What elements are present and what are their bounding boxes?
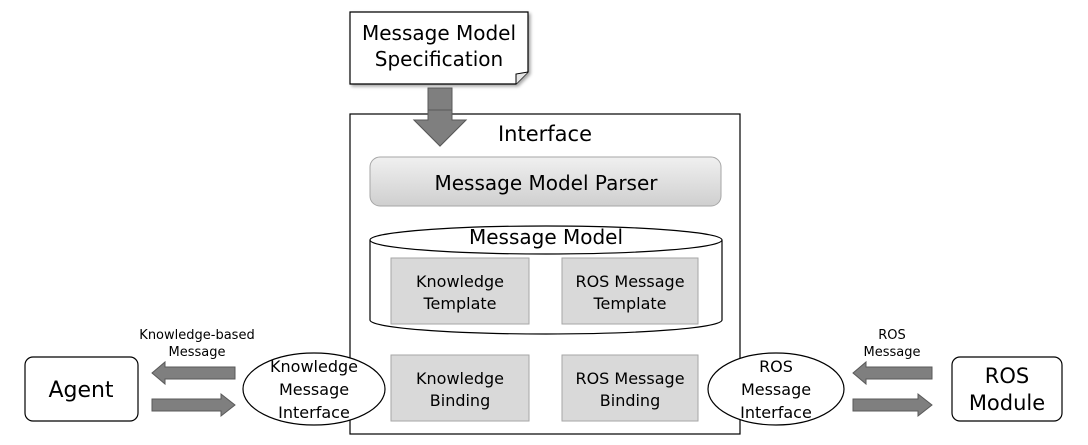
- spec-line-1: Message Model: [362, 21, 516, 45]
- ros-binding-line-2: Binding: [600, 391, 660, 410]
- knowledge-binding-line-2: Binding: [430, 391, 490, 410]
- ros-binding-line-1: ROS Message: [575, 369, 684, 388]
- ros-module-box: ROS Module: [951, 356, 1063, 422]
- ros-module-line-2: Module: [969, 391, 1045, 415]
- knowledge-template: Knowledge Template: [390, 257, 530, 325]
- knowledge-template-line-2: Template: [422, 294, 496, 313]
- right-caption-line-1: ROS: [878, 328, 906, 343]
- ros-message-binding: ROS Message Binding: [561, 354, 699, 422]
- agent-box: Agent: [24, 356, 139, 422]
- ros-template-line-1: ROS Message: [575, 272, 684, 291]
- right-caption-line-2: Message: [864, 345, 921, 360]
- parser-label: Message Model Parser: [434, 171, 658, 195]
- arrow-left-icon: [852, 360, 933, 386]
- agent-label: Agent: [48, 378, 113, 403]
- ros-module-line-1: ROS: [985, 364, 1029, 388]
- interface-title: Interface: [498, 122, 592, 146]
- message-model-specification: Message Model Specification: [349, 11, 529, 85]
- knowledge-interface-line-2: Message: [279, 380, 349, 399]
- ros-interface-line-1: ROS: [759, 357, 793, 376]
- ros-template-line-2: Template: [592, 294, 666, 313]
- knowledge-interface-line-1: Knowledge: [270, 357, 358, 376]
- ros-interface-line-2: Message: [741, 380, 811, 399]
- arrow-right-icon: [852, 392, 933, 418]
- knowledge-binding-line-1: Knowledge: [416, 369, 504, 388]
- arrow-right-icon: [151, 392, 236, 418]
- message-model-store: Message Model Knowledge Template ROS Mes…: [369, 225, 723, 335]
- knowledge-based-message-caption: Knowledge-based Message: [139, 328, 254, 360]
- left-caption-line-2: Message: [169, 345, 226, 360]
- ros-message-template: ROS Message Template: [561, 257, 699, 325]
- knowledge-binding: Knowledge Binding: [390, 354, 530, 422]
- interface-container: Interface: [349, 109, 741, 435]
- message-model-parser: Message Model Parser: [369, 156, 722, 207]
- ros-message-interface: ROS Message Interface: [707, 352, 845, 426]
- arrow-left-icon: [151, 360, 236, 386]
- spec-line-2: Specification: [375, 47, 503, 71]
- knowledge-message-interface: Knowledge Message Interface: [242, 352, 386, 426]
- knowledge-interface-line-3: Interface: [278, 403, 350, 422]
- ros-message-caption: ROS Message: [864, 328, 921, 360]
- message-model-title: Message Model: [469, 225, 623, 249]
- left-caption-line-1: Knowledge-based: [139, 328, 254, 343]
- knowledge-template-line-1: Knowledge: [416, 272, 504, 291]
- ros-interface-line-3: Interface: [740, 403, 812, 422]
